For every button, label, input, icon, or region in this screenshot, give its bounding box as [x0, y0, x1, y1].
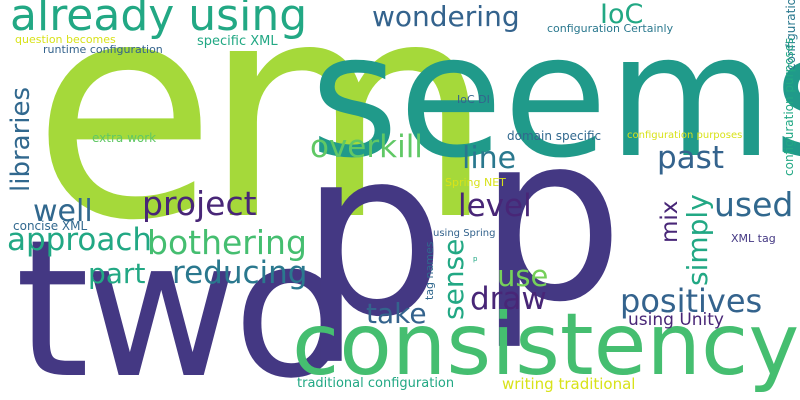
- word-seems: seems: [310, 0, 800, 196]
- word-question-becomes: question becomes: [15, 33, 116, 46]
- word-use: use: [497, 259, 549, 293]
- word-p-left: p: [300, 101, 446, 368]
- word-xml-tag: XML tag: [731, 232, 776, 245]
- word-approach: approach: [7, 222, 153, 258]
- word-already-using: already using: [10, 0, 308, 41]
- word-simply: simply: [681, 194, 714, 286]
- word-two: two: [15, 199, 349, 400]
- word-positives: positives: [620, 282, 763, 320]
- word-configuration-purposes-vertical: configuration purposes: [782, 37, 796, 176]
- word-p-right: p: [478, 86, 624, 353]
- word-configuration-purposes: configuration purposes: [627, 130, 743, 141]
- word-consistency: consistency: [292, 295, 800, 395]
- word-line: line: [462, 141, 517, 176]
- word-ioc-di: IoC DI: [457, 93, 490, 106]
- word-runtime-configuration: runtime configuration: [43, 43, 163, 56]
- word-configuration-certainly: configuration Certainly: [547, 22, 674, 35]
- word-em: em: [32, 0, 495, 286]
- word-spring-net: Spring NET: [445, 176, 506, 189]
- word-sense: sense: [437, 238, 470, 320]
- word-specific-xml: specific XML: [197, 34, 278, 49]
- word-part: part: [88, 257, 146, 290]
- word-draw: draw: [470, 281, 547, 317]
- word-p-small: p: [473, 255, 478, 263]
- word-domain-specific: domain specific: [507, 129, 602, 143]
- word-tag-names: tag names: [423, 241, 436, 300]
- word-using-unity: using Unity: [628, 310, 724, 330]
- word-well: well: [33, 194, 93, 229]
- word-used: used: [714, 185, 794, 224]
- word-writing-traditional: writing traditional: [502, 375, 636, 393]
- word-wondering: wondering: [372, 0, 520, 33]
- word-concise-xml: concise XML: [13, 219, 88, 233]
- word-using-spring: using Spring: [433, 228, 496, 239]
- word-past: past: [657, 140, 724, 176]
- word-overkill: overkill: [310, 129, 423, 165]
- word-take: take: [366, 297, 427, 330]
- word-traditional-configuration: traditional configuration: [297, 376, 455, 391]
- word-reducing: reducing: [172, 255, 308, 291]
- word-mix: mix: [657, 200, 683, 243]
- word-project: project: [142, 184, 257, 223]
- word-level: level: [458, 188, 532, 224]
- word-libraries: libraries: [6, 86, 36, 192]
- word-bothering: bothering: [147, 223, 307, 262]
- word-ioc: IoC: [600, 0, 644, 30]
- word-extra-work: extra work: [92, 131, 157, 145]
